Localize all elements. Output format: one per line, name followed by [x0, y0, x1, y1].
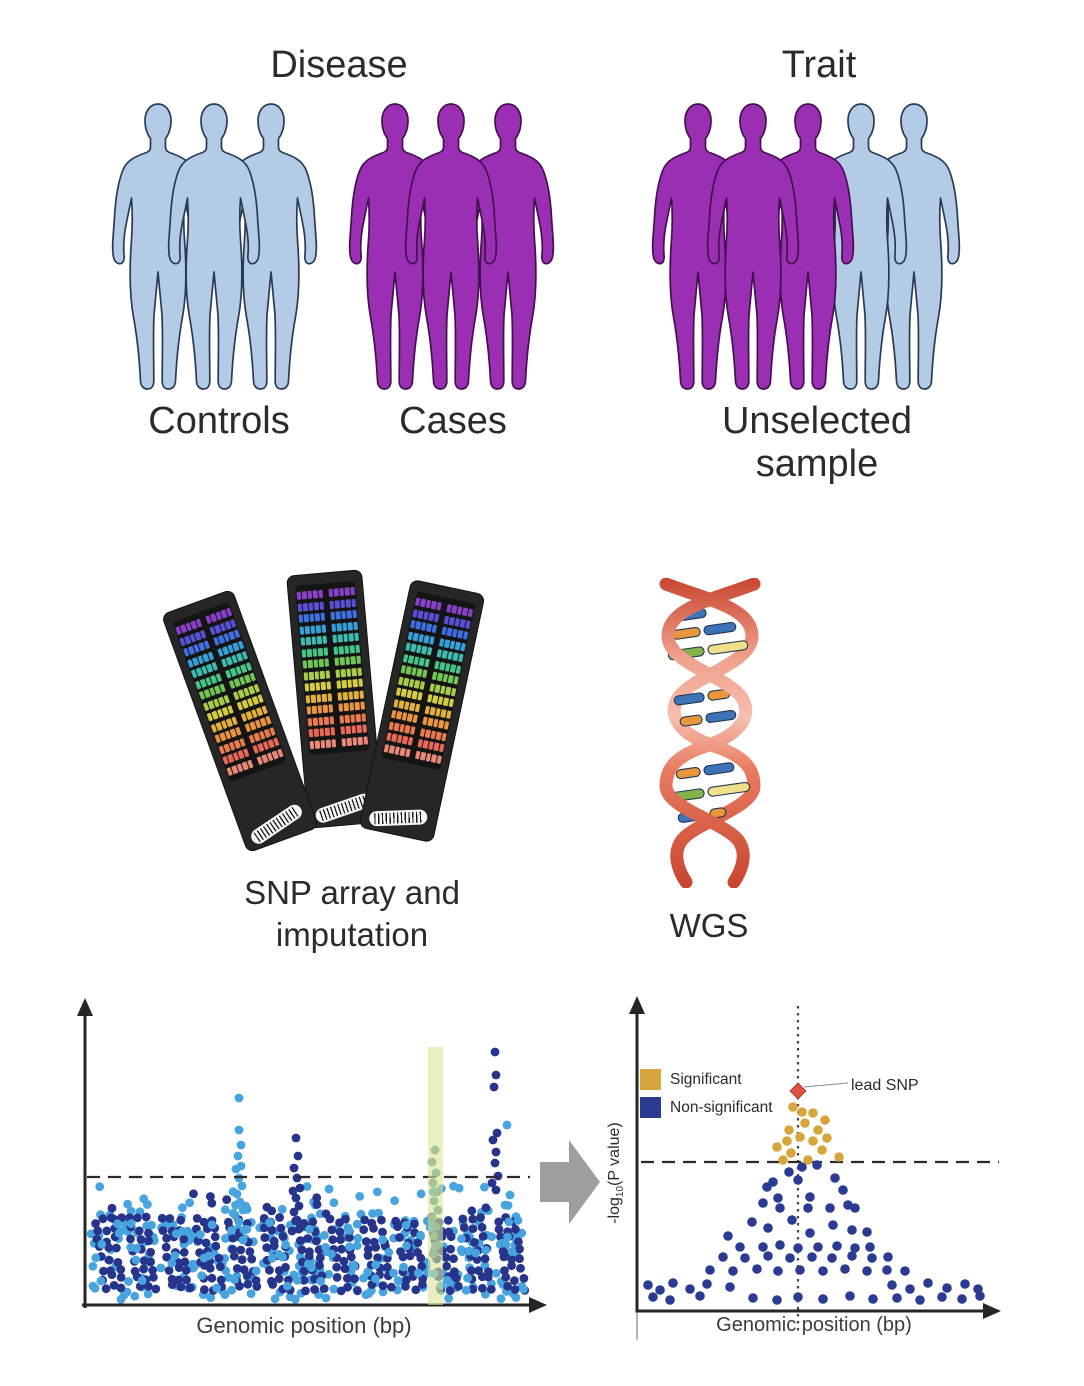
locus-axes	[629, 996, 1001, 1340]
legend-item: Significant	[640, 1069, 773, 1090]
dna-helix-icon	[659, 578, 761, 888]
legend-label: Significant	[670, 1070, 742, 1088]
ylabel-sub: 10	[615, 1185, 626, 1198]
helix-strand-right	[659, 578, 761, 888]
snp-array-icon	[162, 565, 485, 865]
controls-label: Controls	[148, 400, 290, 442]
barcode-icon	[369, 809, 428, 827]
manhattan-plot	[77, 998, 547, 1313]
snp-array-label-line2: imputation	[275, 916, 429, 953]
snp-array-label: SNP array and imputation	[202, 872, 502, 956]
manhattan-dots	[86, 1047, 530, 1304]
right-plot-ylabel: -log10(P value)	[606, 1083, 628, 1263]
ylabel-pre: -log	[606, 1197, 623, 1224]
lead-snp-label: lead SNP	[851, 1077, 919, 1094]
legend-label: Non-significant	[670, 1098, 773, 1116]
wgs-label: WGS	[669, 907, 749, 944]
controls-figures-icon	[111, 103, 318, 390]
arrow-right-icon	[540, 1140, 600, 1224]
unselected-label: Unselected sample	[721, 400, 913, 485]
legend-swatch	[640, 1097, 661, 1118]
cases-figures-icon	[348, 103, 555, 390]
manhattan-axes	[77, 998, 547, 1313]
left-plot-xlabel: Genomic position (bp)	[196, 1313, 412, 1338]
highlight-band	[428, 1047, 443, 1305]
disease-title: Disease	[270, 44, 408, 86]
right-plot-xlabel: Genomic position (bp)	[716, 1314, 912, 1336]
snp-array-label-line1: SNP array and	[244, 874, 460, 911]
legend-swatch	[640, 1069, 661, 1090]
legend-item: Non-significant	[640, 1097, 773, 1118]
locus-dots	[643, 1102, 985, 1305]
cases-label: Cases	[399, 400, 507, 442]
ylabel-post: (P value)	[606, 1122, 623, 1186]
snp-chip	[359, 580, 485, 842]
barcode-icon	[248, 801, 305, 847]
trait-title: Trait	[781, 44, 857, 86]
locus-zoom-plot	[629, 996, 1001, 1340]
lead-snp-marker	[789, 1082, 849, 1100]
unselected-figures-icon	[651, 103, 961, 390]
